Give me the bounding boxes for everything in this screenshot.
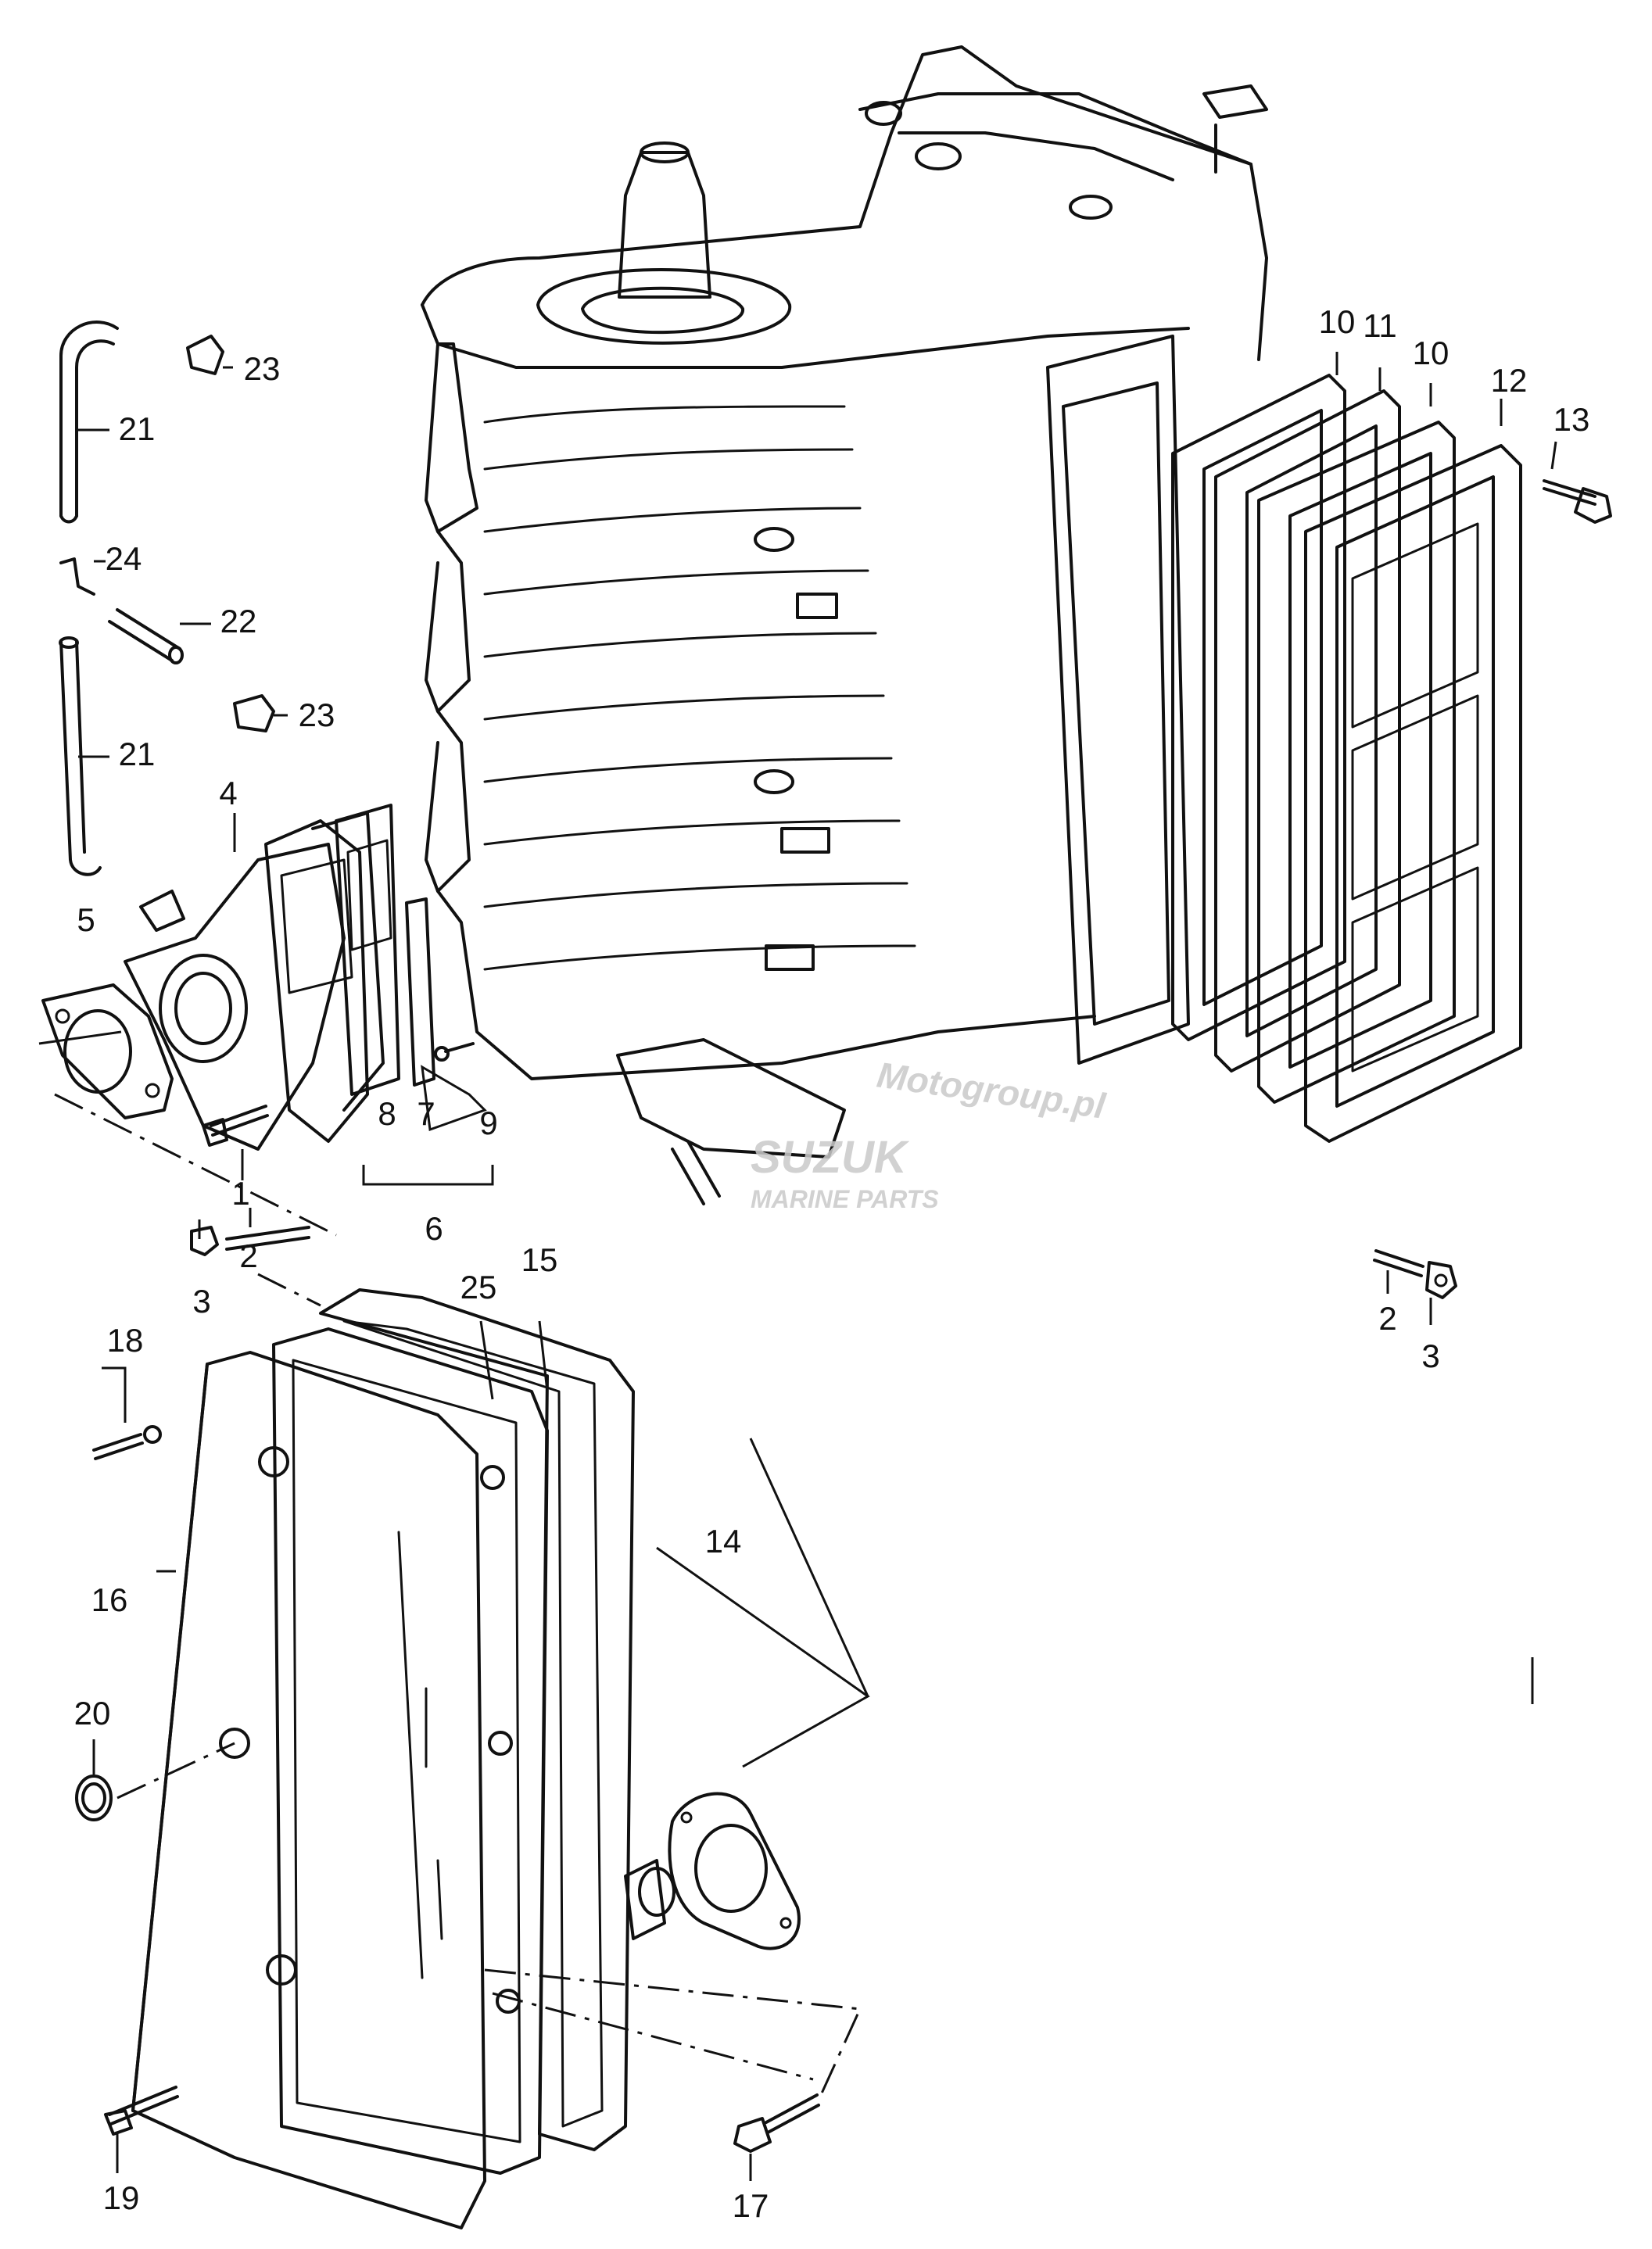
callout-22: 22 xyxy=(220,603,257,639)
callout-21-lower: 21 xyxy=(119,736,156,772)
callout-11: 11 xyxy=(1363,307,1397,344)
callout-9: 9 xyxy=(479,1105,497,1141)
callout-7: 7 xyxy=(417,1095,435,1132)
gasket-14 xyxy=(668,1792,801,1950)
watermark-sub: MARINE PARTS xyxy=(751,1185,939,1213)
bolt-2-right xyxy=(1373,1249,1424,1277)
callout-5: 5 xyxy=(77,901,95,938)
callout-15: 15 xyxy=(521,1241,558,1278)
callout-17: 17 xyxy=(733,2187,769,2224)
inner-cover-25 xyxy=(272,1327,549,2175)
dash-dot-lines xyxy=(54,1093,862,2096)
clip-24 xyxy=(59,557,95,596)
callout-10-b: 10 xyxy=(1413,335,1450,371)
callout-13: 13 xyxy=(1553,401,1590,438)
callout-labels: 1 2 2 3 3 4 5 6 7 8 9 10 10 11 12 13 14 … xyxy=(74,303,1590,2224)
screw-18 xyxy=(92,1425,162,1460)
callout-12: 12 xyxy=(1491,362,1528,399)
gasket-5 xyxy=(41,983,174,1119)
callout-6: 6 xyxy=(425,1210,443,1247)
bolt-1 xyxy=(202,1105,269,1147)
clip-23-upper xyxy=(186,335,224,375)
callout-21-upper: 21 xyxy=(119,410,156,447)
nut-3-right xyxy=(1425,1261,1457,1299)
clip-23-lower xyxy=(233,694,275,732)
hose-21-upper xyxy=(59,321,119,524)
stud-2-left xyxy=(225,1226,310,1251)
intake-manifold-4 xyxy=(124,843,346,1151)
plug-20 xyxy=(75,1774,113,1821)
callout-24: 24 xyxy=(106,540,142,577)
callout-18: 18 xyxy=(107,1322,144,1359)
gasket-stack-right xyxy=(1171,374,1522,1143)
hose-21-lower xyxy=(59,636,102,876)
nut-3-left xyxy=(190,1226,219,1256)
callout-3-left: 3 xyxy=(192,1283,210,1320)
watermark-site: Motogroup.pl xyxy=(875,1054,1109,1126)
engine-block xyxy=(421,45,1268,1205)
callout-8: 8 xyxy=(378,1095,396,1132)
gasket-15 xyxy=(319,1288,635,2151)
callout-4: 4 xyxy=(219,775,237,811)
callout-20: 20 xyxy=(74,1695,111,1732)
callout-23-upper: 23 xyxy=(244,350,281,387)
callout-14: 14 xyxy=(705,1523,742,1560)
water-outlet-side xyxy=(624,1859,675,1940)
watermark-brand: SUZUK xyxy=(751,1132,910,1183)
watermark: Motogroup.pl SUZUK MARINE PARTS xyxy=(751,1054,1109,1213)
callout-23-lower: 23 xyxy=(299,697,335,733)
callout-2-right: 2 xyxy=(1378,1300,1396,1337)
leader-lines xyxy=(38,352,1557,2181)
callout-16: 16 xyxy=(91,1581,128,1618)
callout-25: 25 xyxy=(460,1269,497,1305)
bolt-17 xyxy=(733,2093,820,2153)
callout-1: 1 xyxy=(231,1175,249,1212)
screw-9 xyxy=(421,1042,487,1132)
bolt-13 xyxy=(1543,479,1612,524)
callout-3-right: 3 xyxy=(1421,1338,1439,1374)
label-ticks xyxy=(78,366,288,758)
callout-2-left: 2 xyxy=(239,1237,257,1274)
pipe-22 xyxy=(108,608,184,664)
bolt-19 xyxy=(104,2086,179,2136)
callout-19: 19 xyxy=(103,2179,140,2216)
reed-petal-8 xyxy=(335,804,400,1096)
reed-valve-6 xyxy=(264,811,385,1143)
reed-stopper-7 xyxy=(405,897,435,1087)
exhaust-cover-16 xyxy=(131,1351,521,2229)
callout-10-a: 10 xyxy=(1319,303,1356,340)
